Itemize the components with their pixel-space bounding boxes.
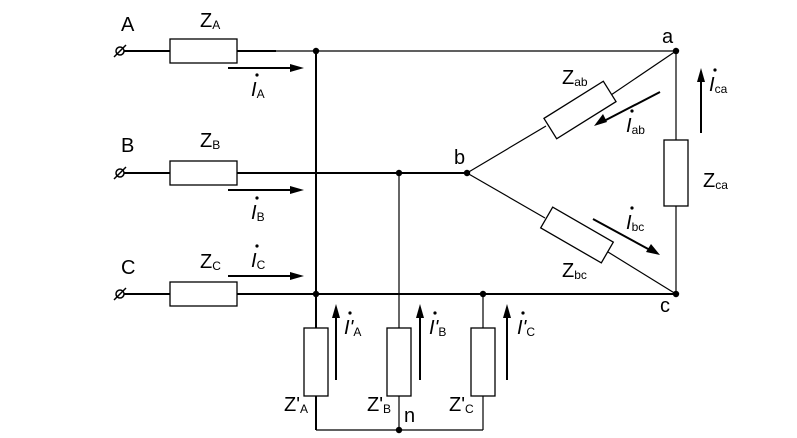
junction-dot xyxy=(672,47,680,55)
current-arrows xyxy=(228,64,705,380)
impedance-zca xyxy=(663,139,689,207)
arrow-i-prime-b-icon xyxy=(416,304,424,380)
junction-dot xyxy=(312,290,320,298)
delta-wire-zbc-to-c xyxy=(607,251,677,295)
terminal-c-label: C xyxy=(121,257,135,279)
svg-text:Iab: Iab xyxy=(626,115,645,137)
delta-wire-b-to-zab xyxy=(466,125,547,174)
label-ib: IB xyxy=(251,196,265,224)
node-b-label: b xyxy=(454,147,465,169)
impedance-zb xyxy=(169,160,238,186)
arrow-i-prime-a-icon xyxy=(332,304,340,380)
label-za: ZA xyxy=(200,10,220,32)
label-zca: Zca xyxy=(703,170,728,192)
impedance-zc xyxy=(169,281,238,307)
svg-text:Ica: Ica xyxy=(709,74,728,96)
junction-dot xyxy=(463,169,471,177)
terminal-b-label: B xyxy=(121,135,134,157)
svg-text:I'B: I'B xyxy=(429,317,446,339)
label-ia: IA xyxy=(251,73,265,101)
arrow-ia-icon xyxy=(228,64,304,72)
arrow-ic-icon xyxy=(228,272,304,280)
arrow-iab-icon xyxy=(594,91,661,126)
node-c-label: c xyxy=(660,295,670,317)
junction-dot xyxy=(672,290,680,298)
label-i-prime-c: I'C xyxy=(517,311,535,339)
label-z-prime-c: Z'C xyxy=(449,394,474,416)
svg-text:IC: IC xyxy=(251,250,266,272)
label-zab: Zab xyxy=(562,67,588,89)
label-iab: Iab xyxy=(626,109,645,137)
impedance-zbc xyxy=(539,206,615,264)
delta-wire-zab-to-a xyxy=(610,50,677,96)
node-n-label: n xyxy=(404,405,415,427)
arrow-ibc-icon xyxy=(592,218,660,255)
label-ic: IC xyxy=(251,244,266,272)
junction-dots xyxy=(312,47,680,434)
svg-text:IA: IA xyxy=(251,79,265,101)
delta-wire-b-to-zbc xyxy=(466,172,546,219)
impedances xyxy=(169,38,689,397)
label-i-prime-b: I'B xyxy=(429,311,446,339)
label-z-prime-b: Z'B xyxy=(367,394,391,416)
impedance-zab xyxy=(543,80,617,140)
junction-dot xyxy=(479,290,487,298)
label-ibc: Ibc xyxy=(626,206,644,234)
label-ica: Ica xyxy=(709,68,728,96)
svg-text:I'C: I'C xyxy=(517,317,535,339)
node-a-label: a xyxy=(662,26,674,48)
label-zc: ZC xyxy=(200,251,221,273)
svg-text:I'A: I'A xyxy=(344,317,361,339)
impedance-z-prime-a xyxy=(303,327,329,397)
arrow-i-prime-c-icon xyxy=(503,304,511,380)
svg-text:Ibc: Ibc xyxy=(626,212,644,234)
junction-dot xyxy=(312,47,320,55)
terminal-a-icon xyxy=(113,44,127,58)
label-z-prime-a: Z'A xyxy=(284,394,308,416)
terminal-c-icon xyxy=(113,287,127,301)
junction-dot xyxy=(395,426,403,434)
arrow-ica-icon xyxy=(697,68,705,133)
labels: A B C a b c n ZA ZB ZC Zab Zbc Zca Z'A Z… xyxy=(121,10,728,427)
arrow-ib-icon xyxy=(228,186,304,194)
terminal-b-icon xyxy=(113,166,127,180)
impedance-z-prime-b xyxy=(386,327,412,397)
terminals xyxy=(113,44,127,301)
label-zbc: Zbc xyxy=(562,260,587,282)
terminal-a-label: A xyxy=(121,14,135,36)
label-zb: ZB xyxy=(200,130,220,152)
label-i-prime-a: I'A xyxy=(344,311,361,339)
impedance-z-prime-c xyxy=(470,327,496,397)
impedance-za xyxy=(169,38,238,64)
junction-dot xyxy=(395,169,403,177)
svg-text:IB: IB xyxy=(251,202,265,224)
